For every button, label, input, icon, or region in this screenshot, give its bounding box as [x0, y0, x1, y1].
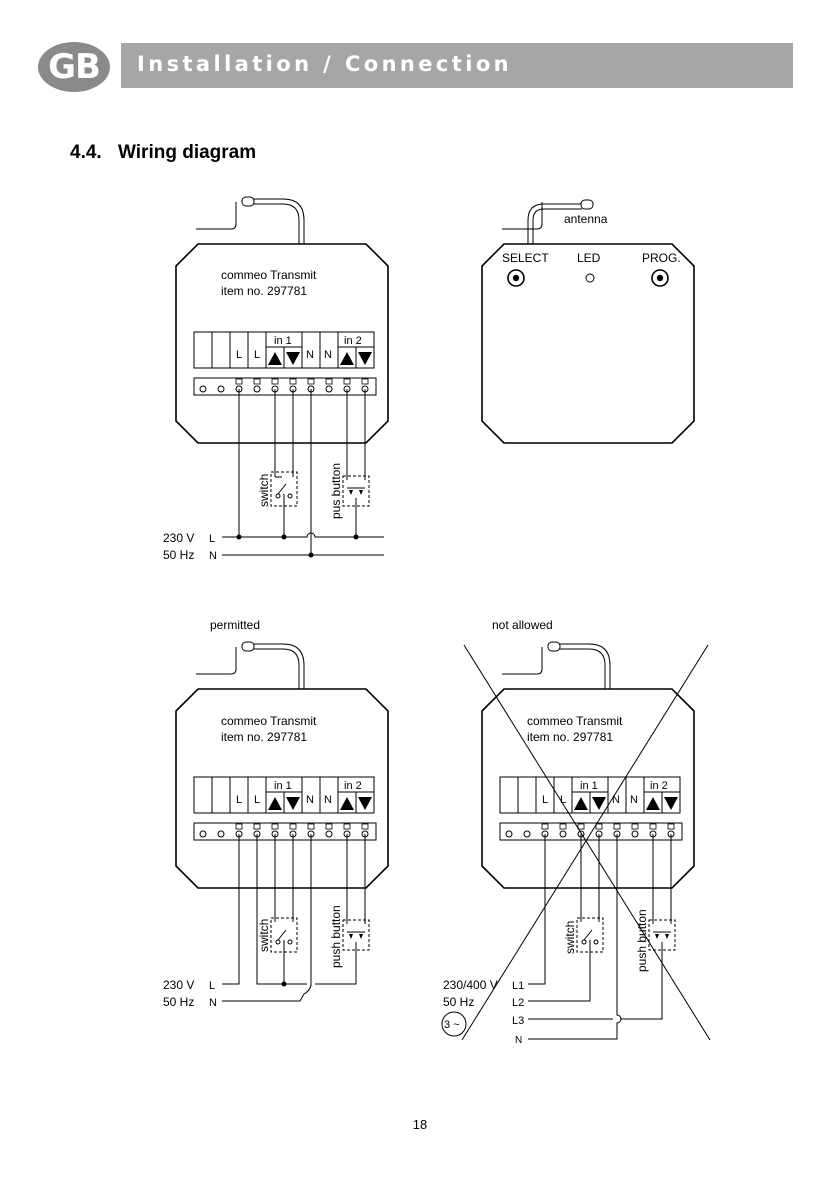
device-item-number: item no. 297781: [527, 730, 613, 744]
terminal-label-in2: in 2: [344, 335, 362, 347]
line-l-label: L: [209, 980, 215, 992]
device-item-number: item no. 297781: [221, 730, 307, 744]
switch-label: switch: [563, 921, 577, 954]
frequency-label: 50 Hz: [443, 995, 474, 1009]
section-number: 4.4.: [70, 142, 102, 163]
terminal-label-in1: in 1: [274, 780, 292, 792]
diagram-back-view: antenna SELECT LED PROG.: [481, 195, 695, 444]
line-n-label: N: [209, 997, 217, 1009]
three-phase-voltage-label: 230/400 V: [443, 978, 498, 992]
not-allowed-cross-icon: [461, 644, 711, 1041]
terminal-label-n: N: [306, 349, 314, 361]
led-indicator-icon: [585, 273, 595, 283]
device-item-number: item no. 297781: [221, 284, 307, 298]
line-l2-label: L2: [512, 997, 524, 1009]
diagram-top-left: commeo Transmit item no. 297781 L L in 1…: [175, 195, 389, 444]
prog-label: PROG.: [642, 251, 681, 265]
terminal-label-l: L: [236, 349, 242, 361]
not-allowed-label: not allowed: [492, 618, 553, 632]
section-title: Wiring diagram: [118, 142, 257, 163]
frequency-label: 50 Hz: [163, 995, 194, 1009]
terminal-label-l: L: [254, 349, 260, 361]
page-number: 18: [412, 1117, 428, 1132]
permitted-label: permitted: [210, 618, 260, 632]
three-phase-icon: [441, 1011, 467, 1037]
terminal-label-n: N: [612, 794, 620, 806]
switch-label: switch: [257, 474, 271, 507]
terminal-label-n: N: [630, 794, 638, 806]
select-button-icon: [507, 269, 525, 287]
diagram-permitted: commeo Transmit item no. 297781 L L in 1…: [175, 640, 389, 889]
header-title: Installation / Connection: [137, 52, 512, 76]
terminal-label-in2: in 2: [344, 780, 362, 792]
device-name: commeo Transmit: [527, 714, 623, 728]
wiring-not-allowed: [528, 834, 672, 1040]
terminal-label-n: N: [324, 794, 332, 806]
wiring-top-left: [222, 389, 384, 556]
prog-button-icon: [651, 269, 669, 287]
voltage-label: 230 V: [163, 978, 194, 992]
terminal-label-in1: in 1: [274, 335, 292, 347]
terminal-label-in2: in 2: [650, 780, 668, 792]
terminal-label-in1: in 1: [580, 780, 598, 792]
terminal-label-l: L: [236, 794, 242, 806]
line-n-label: N: [515, 1035, 522, 1046]
terminal-label-l: L: [560, 794, 566, 806]
language-badge: GB: [38, 42, 110, 92]
led-label: LED: [577, 251, 601, 265]
wiring-permitted: [222, 834, 366, 1002]
frequency-label: 50 Hz: [163, 548, 194, 562]
terminal-label-n: N: [324, 349, 332, 361]
line-l1-label: L1: [512, 980, 524, 992]
device-name: commeo Transmit: [221, 268, 317, 282]
section-heading: 4.4. Wiring diagram: [70, 142, 256, 164]
antenna-label: antenna: [564, 212, 608, 226]
terminal-label-n: N: [306, 794, 314, 806]
three-phase-symbol: 3 ~: [444, 1019, 460, 1031]
device-name: commeo Transmit: [221, 714, 317, 728]
terminal-label-l: L: [254, 794, 260, 806]
line-n-label: N: [209, 550, 217, 562]
push-button-label: push button: [635, 909, 649, 972]
line-l-label: L: [209, 533, 215, 545]
voltage-label: 230 V: [163, 531, 194, 545]
line-l3-label: L3: [512, 1015, 524, 1027]
terminal-label-l: L: [542, 794, 548, 806]
diagram-not-allowed: commeo Transmit item no. 297781 L L in 1…: [481, 640, 695, 889]
push-button-label: pus button: [329, 463, 343, 519]
push-button-label: push button: [329, 905, 343, 968]
switch-label: switch: [257, 919, 271, 952]
header-bar: Installation / Connection: [121, 43, 793, 88]
select-label: SELECT: [502, 251, 549, 265]
